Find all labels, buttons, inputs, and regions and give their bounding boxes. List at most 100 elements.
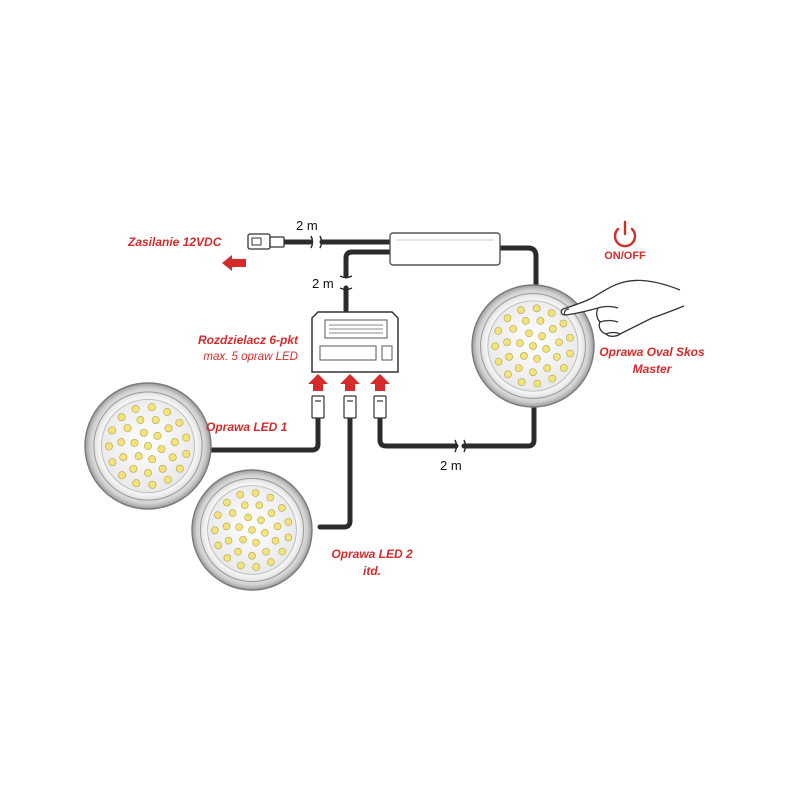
led-dot [223, 554, 232, 562]
led-dot [504, 370, 512, 379]
led-dot [131, 404, 140, 413]
led2-cable [317, 415, 353, 530]
led-dot [118, 471, 127, 480]
led-dot [520, 352, 528, 360]
led-dot [514, 364, 523, 372]
led-dot [163, 475, 172, 484]
led-dot [255, 501, 264, 510]
led-dot [503, 314, 512, 322]
led-lamp-1 [84, 382, 212, 510]
led-dot [503, 338, 511, 347]
led-dot [211, 526, 219, 535]
led-dot [525, 329, 533, 338]
led-dot [164, 424, 173, 433]
led-dot [136, 416, 145, 424]
led-dot [223, 498, 231, 507]
led-dot [284, 533, 293, 542]
led-dot [224, 536, 233, 545]
splitter-subtitle: max. 5 opraw LED [203, 351, 298, 363]
arrow-up-icon [370, 374, 390, 391]
on-off-label: ON/OFF [604, 250, 646, 262]
arrow-up-icon [308, 374, 328, 391]
led-dot [239, 535, 247, 544]
master-lamp-label-line1: Oprawa Oval Skos [599, 345, 705, 359]
led-dot [529, 368, 537, 377]
led-dot [547, 309, 556, 317]
power-icon [613, 220, 637, 248]
led-dot [262, 547, 270, 556]
led-dot [533, 379, 542, 388]
led-dot [132, 479, 141, 488]
lamp-inner-ring [93, 391, 203, 501]
led-dot [494, 357, 503, 366]
led-dot [278, 504, 286, 512]
led-dot [147, 403, 156, 412]
arrow-left-icon [222, 255, 246, 271]
lamp-inner-ring [480, 293, 586, 399]
cable-breaks [310, 235, 467, 453]
led-dot [163, 408, 172, 416]
led-dot [151, 416, 160, 424]
bottom-cable-distance: 2 m [440, 458, 462, 473]
led-dot [148, 455, 157, 464]
led-dot [182, 433, 191, 442]
pointing-hand-icon [560, 279, 685, 337]
led-dot [252, 538, 260, 547]
led-dot [214, 511, 222, 519]
led-dot [552, 353, 561, 361]
led-dot [108, 426, 117, 435]
led-lamp-2 [191, 469, 313, 591]
led-dot [566, 349, 574, 358]
led-dot [153, 431, 162, 440]
led-dot [123, 424, 132, 433]
led-dot [559, 364, 568, 372]
led-dot [261, 529, 269, 537]
master-cable [495, 245, 539, 299]
led-dot [559, 319, 568, 328]
led-dot [237, 561, 245, 570]
led-dot [517, 306, 525, 314]
led-dot [278, 547, 287, 556]
led-dot [521, 316, 530, 325]
led-dot [566, 333, 574, 342]
bottom-cable [377, 402, 537, 449]
led-dot [117, 413, 126, 422]
led-dot [271, 536, 280, 545]
led-dot [494, 327, 503, 335]
led-dot [117, 438, 126, 447]
led-dot [533, 354, 541, 363]
led-dot [139, 428, 148, 437]
led2-label-line2: itd. [363, 564, 381, 578]
led-dot [517, 378, 526, 386]
led-dot [182, 449, 191, 458]
splitter-feed-cable [343, 249, 395, 313]
led-dot [240, 501, 249, 510]
connectors [311, 395, 387, 419]
led-dot [108, 458, 117, 467]
led-dot [543, 364, 551, 372]
arrow-up-icon [340, 374, 360, 391]
led-dot [536, 316, 545, 325]
led-dot [119, 453, 128, 462]
led-dot [129, 464, 138, 473]
led-dot [516, 339, 524, 347]
led-dot [148, 480, 157, 489]
top-cable-distance: 2 m [296, 218, 318, 233]
led-dot [529, 342, 537, 350]
led-dot [532, 304, 541, 313]
splitter-title: Rozdzielacz 6-pkt [198, 333, 299, 347]
led-dot [158, 464, 167, 473]
led-dot [252, 563, 260, 571]
led1-label: Oprawa LED 1 [206, 420, 288, 434]
lamp-inner-ring [199, 477, 305, 583]
splitter [311, 311, 399, 373]
led1-cable [206, 415, 321, 453]
led-dot [273, 522, 282, 531]
led2-label-line1: Oprawa LED 2 [331, 547, 413, 561]
power-supply-label: Zasilanie 12VDC [127, 235, 222, 249]
led-dot [104, 442, 113, 451]
led-dot [170, 438, 179, 447]
master-lamp-label-line2: Master [633, 362, 673, 376]
led-dot [555, 338, 563, 347]
